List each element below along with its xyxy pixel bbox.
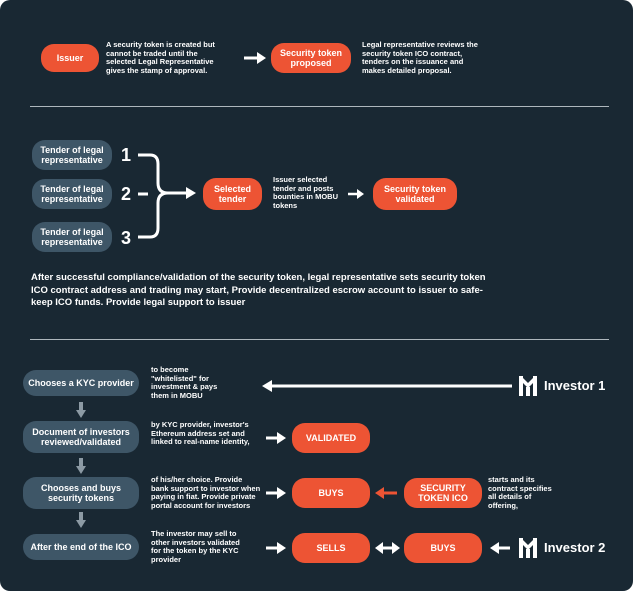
step-label-2: Document of investors reviewed/validated <box>32 427 130 447</box>
arrow-left-icon <box>490 542 510 554</box>
step-box-3: Chooses and buys security tokens <box>23 477 139 509</box>
step-description-3: of his/her choice. Provide bank support … <box>151 475 261 510</box>
arrow-right-icon <box>266 542 286 554</box>
divider-1 <box>30 106 609 107</box>
validated-label: VALIDATED <box>305 433 357 443</box>
security-token-ico-box: SECURITY TOKEN ICO <box>404 478 482 508</box>
arrow-down-icon <box>76 512 86 528</box>
buys-box-2: BUYS <box>404 533 482 563</box>
tender-box-1: Tender of legal representative <box>32 140 112 170</box>
step-description-2: by KYC provider, investor's Ethereum add… <box>151 420 250 446</box>
selected-tender-label: Selected tender <box>213 184 252 204</box>
tender-number-3: 3 <box>121 228 132 248</box>
investor-2-label: Investor 2 <box>544 540 606 555</box>
security-token-proposed-label: Security token proposed <box>279 48 343 68</box>
arrow-left-icon <box>375 487 397 499</box>
investor-1-label: Investor 1 <box>544 378 606 393</box>
arrow-left-icon <box>262 380 512 392</box>
sells-label: SELLS <box>316 543 346 553</box>
tender-number-2: 2 <box>121 184 132 204</box>
arrow-right-icon <box>244 52 266 64</box>
step-description-1: to become "whitelisted" for investment &… <box>151 365 218 400</box>
tender-label-2: Tender of legal representative <box>40 184 104 204</box>
arrow-down-icon <box>76 458 86 474</box>
issuer-box: Issuer <box>41 44 99 72</box>
selected-tender-box: Selected tender <box>203 178 262 210</box>
investor-2-logo-icon <box>519 538 537 558</box>
issuer-description: A security token is created but cannot b… <box>106 40 215 75</box>
step-box-2: Document of investors reviewed/validated <box>23 421 139 453</box>
sells-box: SELLS <box>292 533 370 563</box>
tender-label-1: Tender of legal representative <box>40 145 104 165</box>
security-token-validated-box: Security token validated <box>373 178 457 210</box>
arrow-down-icon <box>76 402 86 418</box>
buys-label-2: BUYS <box>430 543 456 553</box>
double-arrow-icon <box>375 542 400 554</box>
validated-box: VALIDATED <box>292 423 370 453</box>
arrow-right-icon <box>266 432 286 444</box>
security-token-proposed-box: Security token proposed <box>271 43 351 73</box>
security-token-ico-label: SECURITY TOKEN ICO <box>418 483 468 503</box>
compliance-paragraph: After successful compliance/validation o… <box>31 272 486 308</box>
tender-number-1: 1 <box>121 145 132 165</box>
buys-label: BUYS <box>318 488 344 498</box>
step-box-1: Chooses a KYC provider <box>23 370 139 396</box>
selected-tender-description: Issuer selected tender and posts bountie… <box>273 175 338 210</box>
step-description-4: The investor may sell to other investors… <box>151 529 240 564</box>
tender-box-3: Tender of legal representative <box>32 222 112 252</box>
divider-2 <box>30 339 609 340</box>
step-label-1: Chooses a KYC provider <box>28 378 134 388</box>
arrow-right-icon <box>348 189 364 199</box>
security-token-validated-label: Security token validated <box>383 184 447 204</box>
step-label-4: After the end of the ICO <box>30 542 132 552</box>
bracket-connector <box>138 153 196 239</box>
tender-label-3: Tender of legal representative <box>40 227 104 247</box>
arrow-right-icon <box>266 487 286 499</box>
buys-box: BUYS <box>292 478 370 508</box>
investor-1-logo-icon <box>519 376 537 396</box>
proposed-description: Legal representative reviews the securit… <box>362 40 478 75</box>
tender-box-2: Tender of legal representative <box>32 179 112 209</box>
security-token-ico-description: starts and its contract specifies all de… <box>488 475 552 510</box>
step-box-4: After the end of the ICO <box>23 534 139 560</box>
step-label-3: Chooses and buys security tokens <box>40 483 121 503</box>
issuer-label: Issuer <box>56 53 84 63</box>
